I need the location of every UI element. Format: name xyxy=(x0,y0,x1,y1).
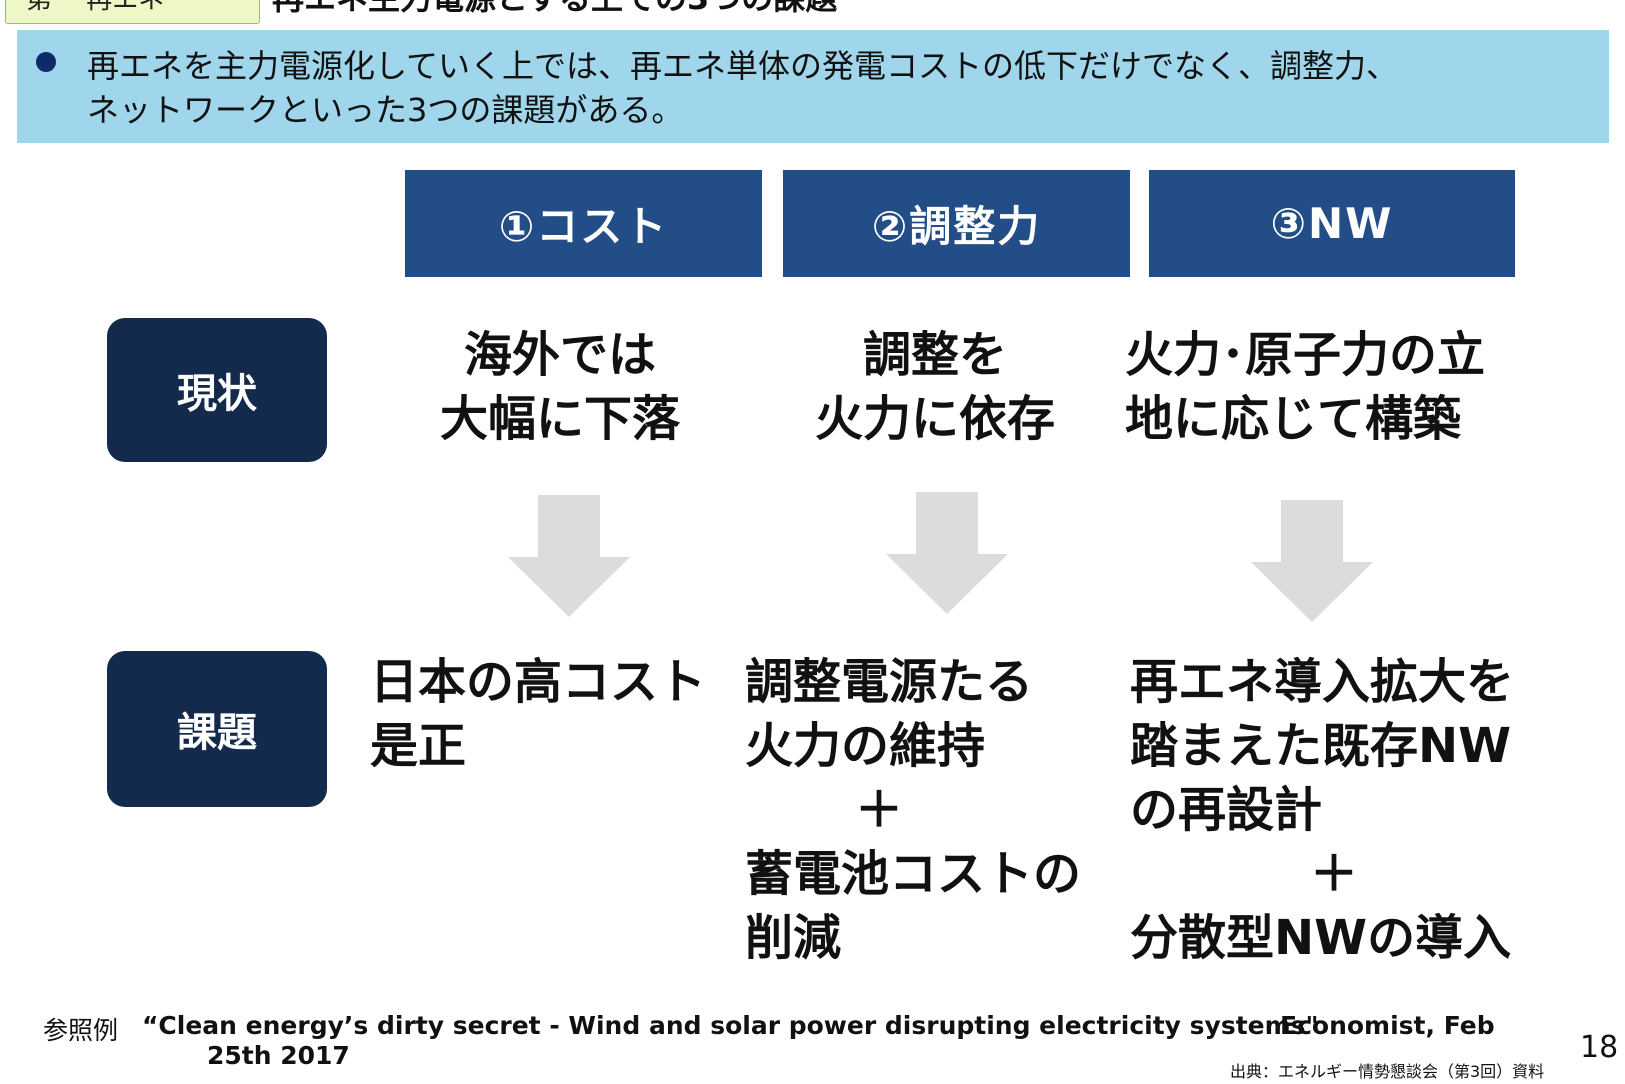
column-header-adjustment: ②調整力 xyxy=(783,170,1130,277)
issue-adjustment-line-2: 火力の維持 xyxy=(745,718,986,774)
column-header-cost: ①コスト xyxy=(405,170,762,277)
issue-network-line-2: 踏まえた既存NW xyxy=(1130,718,1512,774)
section-tag: 第一 再エネ xyxy=(5,0,260,24)
issue-network: 再エネ導入拡大を 踏まえた既存NW の再設計 ＋ 分散型NWの導入 xyxy=(1130,650,1550,970)
source-note: 出典：エネルギー情勢懇談会（第3回）資料 xyxy=(1230,1062,1545,1081)
issue-network-line-3: の再設計 xyxy=(1130,782,1323,838)
issue-cost: 日本の高コスト 是正 xyxy=(370,650,710,778)
summary-banner xyxy=(17,30,1609,143)
issue-cost-line-2: 是正 xyxy=(370,718,467,774)
summary-line-1: 再エネを主力電源化していく上では、再エネ単体の発電コストの低下だけでなく、調整力… xyxy=(87,47,1399,85)
down-arrow-icon xyxy=(1251,500,1373,622)
current-adjustment-line-1: 調整を xyxy=(862,327,1007,383)
current-cost: 海外では 大幅に下落 xyxy=(420,323,700,451)
bullet-icon xyxy=(36,52,56,72)
issue-adjustment: 調整電源たる 火力の維持 ＋ 蓄電池コストの 削減 xyxy=(745,650,1085,970)
issue-adjustment-line-3: 蓄電池コストの xyxy=(745,846,1082,902)
issue-network-plus: ＋ xyxy=(1310,846,1359,902)
row-label-issues: 課題 xyxy=(107,651,327,807)
down-arrow-icon xyxy=(886,492,1008,614)
current-cost-line-1: 海外では xyxy=(463,327,656,383)
reference-label: 参照例 xyxy=(43,1016,119,1045)
current-network-line-1: 火力･原子力の立 xyxy=(1125,327,1486,383)
page-title: 再エネ主力電源とする上での3つの課題 xyxy=(272,0,837,18)
issue-cost-line-1: 日本の高コスト xyxy=(370,654,707,710)
reference-source: Economist, Feb xyxy=(1280,1011,1495,1040)
down-arrow-icon xyxy=(508,495,630,617)
current-cost-line-2: 大幅に下落 xyxy=(439,391,680,447)
issue-network-line-4: 分散型NWの導入 xyxy=(1130,910,1512,966)
issue-adjustment-plus: ＋ xyxy=(855,782,904,838)
issue-adjustment-line-4: 削減 xyxy=(745,910,842,966)
column-header-network: ③NW xyxy=(1149,170,1515,277)
reference-title: “Clean energy’s dirty secret - Wind and … xyxy=(142,1011,1319,1040)
current-network: 火力･原子力の立 地に応じて構築 xyxy=(1125,323,1545,451)
issue-adjustment-line-1: 調整電源たる xyxy=(745,654,1034,710)
summary-text: 再エネを主力電源化していく上では、再エネ単体の発電コストの低下だけでなく、調整力… xyxy=(87,44,1607,132)
reference-date: 25th 2017 xyxy=(207,1041,350,1070)
summary-line-2: ネットワークといった3つの課題がある。 xyxy=(87,91,684,129)
issue-network-line-1: 再エネ導入拡大を xyxy=(1130,654,1515,710)
current-adjustment-line-2: 火力に依存 xyxy=(814,391,1055,447)
row-label-current: 現状 xyxy=(107,318,327,462)
current-network-line-2: 地に応じて構築 xyxy=(1125,391,1462,447)
current-adjustment: 調整を 火力に依存 xyxy=(795,323,1075,451)
page-number: 18 xyxy=(1580,1030,1619,1065)
